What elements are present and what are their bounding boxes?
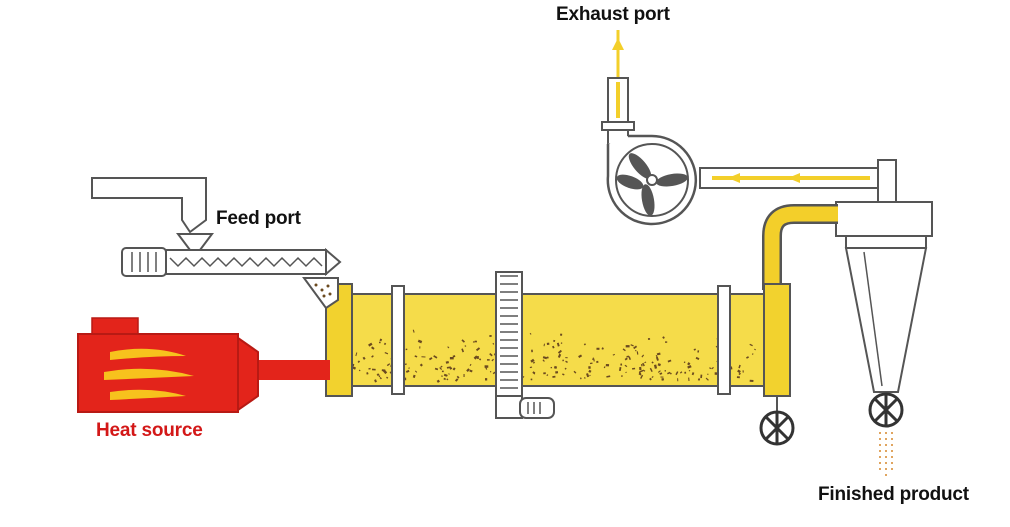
product-stream bbox=[879, 432, 893, 478]
cyclone-separator bbox=[835, 201, 933, 393]
exhaust-port-label: Exhaust port bbox=[556, 4, 670, 25]
heat-source-label: Heat source bbox=[96, 420, 203, 441]
heat-source bbox=[77, 317, 330, 413]
flame-icon bbox=[104, 348, 194, 400]
feed-port-label: Feed port bbox=[216, 208, 301, 229]
feed-system bbox=[91, 177, 342, 310]
motor-icon bbox=[495, 395, 555, 419]
connecting-pipe bbox=[762, 204, 838, 290]
return-duct bbox=[699, 159, 897, 205]
rotary-drum bbox=[325, 271, 791, 409]
valve-icon bbox=[868, 392, 904, 428]
valve-icon bbox=[759, 396, 795, 446]
finished-product-label: Finished product bbox=[818, 484, 969, 505]
fan-icon bbox=[606, 134, 698, 226]
exhaust-stack bbox=[601, 30, 635, 145]
